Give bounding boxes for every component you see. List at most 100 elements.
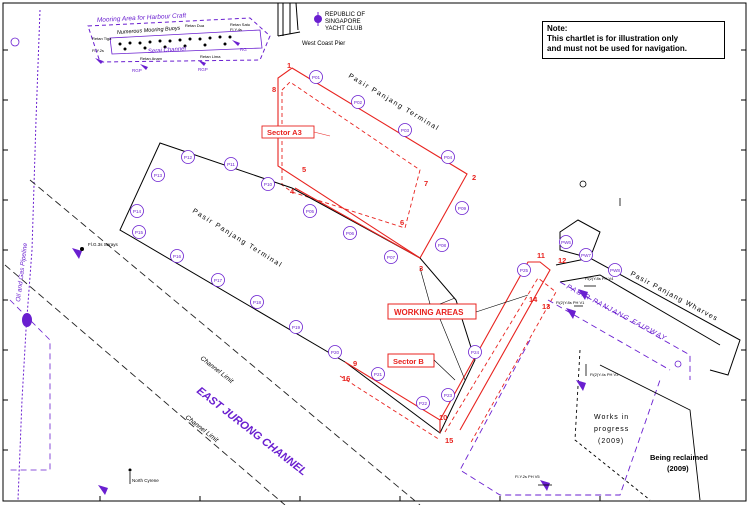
- ph-v5-buoy: [538, 480, 552, 491]
- berth-P15: P15: [132, 225, 146, 239]
- point-15: 15: [445, 436, 453, 445]
- svg-text:P20: P20: [331, 350, 340, 355]
- point-7: 7: [424, 179, 428, 188]
- berth-P09: P09: [455, 201, 469, 215]
- fairway-light-icon: [674, 360, 682, 368]
- svg-text:P03: P03: [401, 128, 410, 133]
- berth-P02: P02: [351, 95, 365, 109]
- svg-text:Retan Anam: Retan Anam: [140, 56, 163, 61]
- note-title: Note:: [547, 24, 568, 33]
- point-11: 11: [537, 251, 545, 260]
- pipeline-label: Oil and Gas Pipeline: [15, 242, 29, 302]
- point-9: 9: [353, 359, 357, 368]
- svg-text:P16: P16: [173, 254, 182, 259]
- point-1: 1: [287, 61, 291, 70]
- svg-text:P04: P04: [444, 155, 453, 160]
- wharves: [555, 219, 741, 376]
- ph-v1-label: Fl(2)Y.8s PH V1: [556, 300, 585, 305]
- svg-text:RGP: RGP: [132, 68, 142, 73]
- mooring-area-label: Mooring Area for Harbour Craft: [97, 12, 188, 24]
- svg-text:P17: P17: [214, 278, 223, 283]
- svg-text:P11: P11: [227, 162, 235, 167]
- frame-ticks: [3, 49, 746, 501]
- channel-limit-label-2: Channel Limit: [184, 414, 221, 445]
- point-13: 13: [542, 302, 550, 311]
- ph-v4-buoy: [578, 285, 596, 300]
- svg-text:P05: P05: [306, 209, 315, 214]
- svg-text:P06: P06: [346, 231, 355, 236]
- working-areas-label: WORKING AREAS: [394, 308, 464, 317]
- berth-P10: P10: [261, 177, 275, 191]
- svg-text:P09: P09: [458, 206, 467, 211]
- svg-text:Retan Satu: Retan Satu: [230, 22, 250, 27]
- ph-v1-buoy: [566, 305, 583, 319]
- berth-P23: P23: [441, 388, 455, 402]
- terminal-north-outline: [277, 67, 468, 259]
- berth-P20: P20: [328, 345, 342, 359]
- point-8: 8: [272, 85, 276, 94]
- berth-P16: P16: [170, 249, 184, 263]
- anchor-icon: [579, 180, 621, 206]
- berth-P11: P11: [224, 157, 238, 171]
- pier-label: West Coast Pier: [302, 41, 345, 47]
- svg-text:P21: P21: [374, 372, 383, 377]
- works-label-3: (2009): [598, 438, 624, 445]
- berth-P21: P21: [371, 367, 385, 381]
- point-2: 2: [472, 173, 476, 182]
- sector-b-box: [387, 353, 435, 368]
- working-areas-box: [387, 303, 477, 320]
- svg-text:P15: P15: [135, 230, 144, 235]
- reclaim-boundary: [574, 349, 701, 501]
- wharves-label: Pasir Panjang Wharves: [629, 271, 719, 323]
- berth-P25: P25: [517, 263, 531, 277]
- sector-b-label: Sector B: [393, 357, 424, 366]
- sector-a3-label: Sector A3: [267, 128, 302, 137]
- svg-text:P22: P22: [419, 401, 428, 406]
- svg-text:PW7: PW7: [581, 253, 591, 258]
- point-14: 14: [529, 295, 538, 304]
- north-cyrene-buoy: [98, 468, 132, 495]
- serai-channel-label: Serai Channel: [148, 46, 187, 55]
- gas-pipeline: [9, 9, 51, 501]
- berth-P04: P04: [441, 150, 455, 164]
- terminal-south-outline: [119, 142, 476, 434]
- berth-P07: P07: [384, 250, 398, 264]
- yacht-club-label-2: SINGAPORE: [325, 19, 361, 25]
- channel-limit-label-1: Channel Limit: [199, 355, 236, 386]
- svg-text:Retan Dua: Retan Dua: [185, 23, 205, 28]
- berth-P01: P01: [309, 70, 323, 84]
- svg-text:P10: P10: [264, 182, 273, 187]
- fairway: [459, 281, 691, 496]
- svg-text:P23: P23: [444, 393, 453, 398]
- terminal-south-label: Pasir Panjang Terminal: [191, 208, 284, 270]
- mooring-area: Retan Tiga Fl.Y.2s Retan Satu Fl.Y.4s Re…: [87, 17, 271, 73]
- svg-text:PW8: PW8: [610, 268, 620, 273]
- ph-v3-label: Fl(2)Y.4s PH V3: [590, 372, 619, 377]
- point-12: 12: [558, 256, 566, 265]
- ph-v5-label: Fl.Y.2s PH V5: [515, 474, 540, 479]
- berth-P03: P03: [398, 123, 412, 137]
- svg-text:P24: P24: [471, 350, 480, 355]
- svg-text:P25: P25: [520, 268, 529, 273]
- channel-limits: [4, 179, 421, 505]
- note-box: Note: This chartlet is for illustration …: [542, 21, 725, 59]
- point-3: 3: [419, 264, 423, 273]
- svg-text:P02: P02: [354, 100, 363, 105]
- point-16: 16: [342, 374, 350, 383]
- berth-PW8: PW8: [608, 263, 622, 277]
- berth-P13: P13: [151, 168, 165, 182]
- yacht-club-label-3: YACHT CLUB: [325, 26, 362, 32]
- working-area-jetty: [439, 261, 557, 445]
- berth-P05: P05: [303, 204, 317, 218]
- svg-text:P07: P07: [387, 255, 396, 260]
- svg-text:P19: P19: [292, 325, 301, 330]
- svg-text:P01: P01: [312, 75, 321, 80]
- svg-text:P08: P08: [438, 243, 447, 248]
- berth-PW6: PW6: [559, 235, 573, 249]
- berth-P22: P22: [416, 396, 430, 410]
- berth-P18: P18: [250, 295, 264, 309]
- note-line-1: This chartlet is for illustration only: [547, 34, 679, 43]
